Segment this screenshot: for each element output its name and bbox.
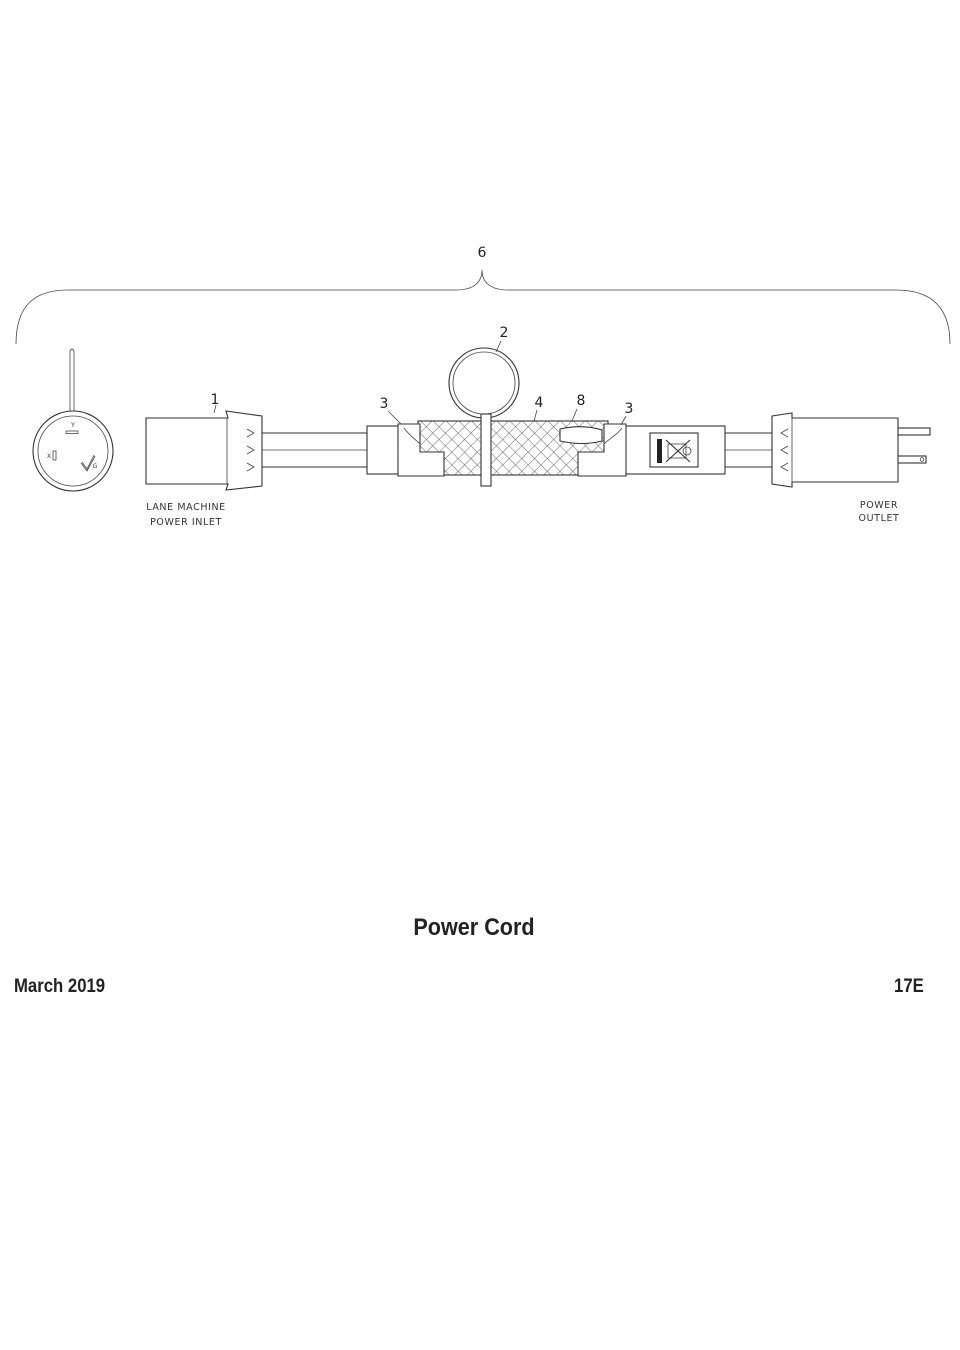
callout-8: 8 <box>577 393 586 409</box>
callout-6: 6 <box>478 245 487 261</box>
footer-date: March 2019 <box>14 976 106 997</box>
clamp-left <box>397 423 445 477</box>
callout-1: 1 <box>211 392 220 408</box>
cable-left <box>262 432 367 468</box>
callout-3-right: 3 <box>625 401 634 417</box>
inlet-plug <box>145 404 263 491</box>
outlet-caption-line1: POWER <box>860 500 898 511</box>
page-title: Power Cord <box>413 914 535 941</box>
inlet-caption-line1: LANE MACHINE <box>146 502 226 513</box>
pin-label-x: X <box>47 453 51 460</box>
ring-tag <box>448 347 520 487</box>
assembly-brace <box>15 269 951 345</box>
callout-3-left: 3 <box>380 396 389 412</box>
outlet-caption-line2: OUTLET <box>859 513 900 524</box>
pin-label-y: Y <box>70 422 75 429</box>
outlet-plug <box>771 412 931 488</box>
receptacle-face-view: Y X G <box>32 348 114 492</box>
label-tab <box>559 426 603 445</box>
cable-right <box>725 432 772 468</box>
no-disposal-label-icon <box>649 432 699 468</box>
clamp-right <box>577 423 627 477</box>
callout-2: 2 <box>500 325 509 341</box>
callout-4: 4 <box>535 395 544 411</box>
footer-page-number: 17E <box>894 976 924 997</box>
pin-label-g: G <box>93 463 98 470</box>
inlet-caption-line2: POWER INLET <box>150 517 222 528</box>
